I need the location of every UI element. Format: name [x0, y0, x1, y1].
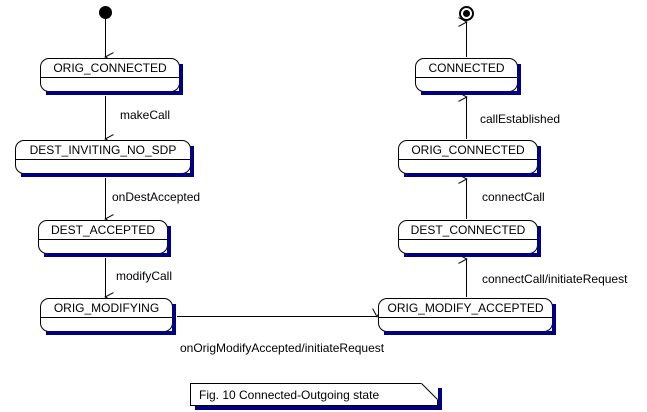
transition-label-ondestaccepted: onDestAccepted [112, 190, 201, 204]
state-connected[interactable]: CONNECTED [415, 58, 521, 95]
state-compartment-divider [16, 159, 190, 160]
state-compartment-divider [39, 239, 167, 240]
note-shadow-right [438, 388, 442, 407]
state-label: DEST_INVITING_NO_SDP [29, 143, 177, 157]
state-shadow-bottom [404, 253, 541, 257]
state-dest-accepted[interactable]: DEST_ACCEPTED [38, 220, 171, 257]
state-shadow-right [537, 146, 541, 174]
state-compartment-divider [399, 239, 537, 240]
final-state-dot [463, 10, 470, 17]
state-shadow-bottom [44, 253, 171, 257]
note-shadow-bottom [195, 406, 442, 410]
state-orig-modify-accepted[interactable]: ORIG_MODIFY_ACCEPTED [378, 298, 556, 335]
initial-state[interactable] [99, 6, 112, 19]
state-label: ORIG_CONNECTED [53, 61, 167, 75]
state-orig-connected-right[interactable]: ORIG_CONNECTED [398, 140, 541, 177]
transition-label-makecall: makeCall [120, 108, 171, 122]
state-shadow-right [537, 226, 541, 254]
state-label: ORIG_MODIFY_ACCEPTED [387, 301, 544, 315]
state-shadow-bottom [421, 91, 521, 95]
state-label: DEST_ACCEPTED [50, 223, 156, 237]
state-compartment-divider [399, 159, 537, 160]
transition-label-onorigmodifyaccepted: onOrigModifyAccepted/initiateRequest [180, 341, 385, 355]
diagram-caption-note[interactable]: Fig. 10 Connected-Outgoing state [190, 383, 442, 410]
state-shadow-bottom [46, 91, 183, 95]
state-compartment-divider [41, 317, 172, 318]
state-orig-connected-left[interactable]: ORIG_CONNECTED [40, 58, 183, 95]
state-compartment-divider [41, 77, 179, 78]
state-shadow-bottom [404, 173, 541, 177]
transition-label-callestablished: callEstablished [480, 112, 561, 126]
state-label: ORIG_CONNECTED [411, 143, 525, 157]
transition-label-connectcall-initiaterequest: connectCall/initiateRequest [482, 272, 628, 286]
note-fold-corner-icon [421, 383, 438, 400]
state-shadow-right [190, 146, 194, 174]
state-shadow-bottom [384, 331, 556, 335]
state-orig-modifying[interactable]: ORIG_MODIFYING [40, 298, 176, 335]
state-dest-inviting-no-sdp[interactable]: DEST_INVITING_NO_SDP [15, 140, 194, 177]
final-state[interactable] [459, 6, 474, 21]
state-dest-connected[interactable]: DEST_CONNECTED [398, 220, 541, 257]
caption-text: Fig. 10 Connected-Outgoing state [199, 387, 380, 402]
transition-label-connectcall: connectCall [482, 190, 545, 204]
state-shadow-right [552, 304, 556, 332]
state-shadow-right [179, 64, 183, 92]
state-compartment-divider [379, 317, 552, 318]
state-shadow-bottom [46, 331, 176, 335]
state-label: CONNECTED [428, 61, 505, 75]
state-compartment-divider [416, 77, 517, 78]
state-label: ORIG_MODIFYING [53, 301, 160, 315]
transition-label-modifycall: modifyCall [116, 269, 173, 283]
state-shadow-right [517, 64, 521, 92]
state-label: DEST_CONNECTED [410, 223, 526, 237]
state-shadow-right [172, 304, 176, 332]
state-shadow-right [167, 226, 171, 254]
state-shadow-bottom [21, 173, 194, 177]
